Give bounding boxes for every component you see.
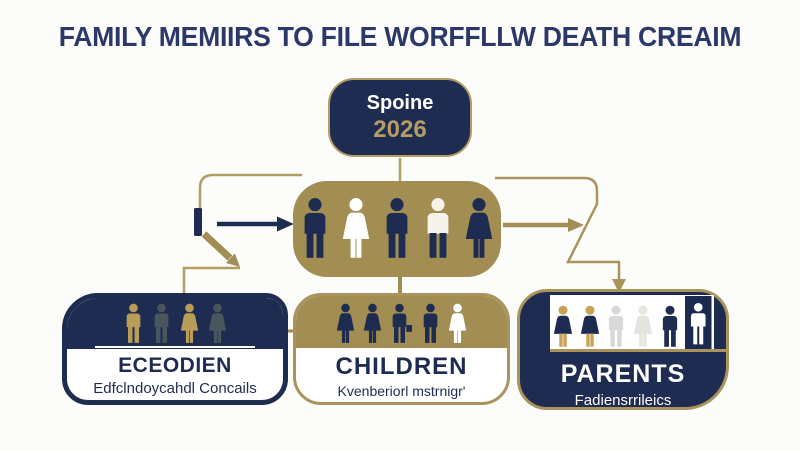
children-card: CHILDREN Kvenberiorl mstrnigr' xyxy=(293,293,510,405)
children-card-heading: CHILDREN xyxy=(335,353,468,380)
woman-icon xyxy=(633,305,653,347)
tick-marker xyxy=(194,208,202,236)
man-icon xyxy=(609,305,624,347)
spouse-year: 2026 xyxy=(373,115,427,143)
woman-icon xyxy=(342,198,370,258)
children-card-figures xyxy=(296,296,507,348)
left-curve-line xyxy=(198,173,302,209)
left-card-subtitle: Edfclndoycahdl Concails xyxy=(93,380,257,398)
woman-icon xyxy=(337,303,355,343)
family-node xyxy=(293,181,501,277)
page-title: FAMILY MEMIIRS TO FILE WORFFLLW DEATH CR… xyxy=(58,21,742,52)
woman-icon xyxy=(364,303,382,343)
woman-icon xyxy=(465,198,493,258)
navy-arrowhead-icon xyxy=(277,216,294,232)
parents-card-subtitle: Fadiensrrileics xyxy=(574,391,672,409)
gold-right-arrowhead-icon xyxy=(568,218,584,232)
man-icon xyxy=(126,303,140,343)
children-card-subtitle: Kvenberiorl mstrnigr' xyxy=(337,382,466,399)
left-card: ECEODIEN Edfclndoycahdl Concails xyxy=(62,293,288,405)
man-case-icon xyxy=(393,303,413,343)
man-icon xyxy=(154,303,168,343)
left-box-line xyxy=(182,266,240,296)
man-icon xyxy=(427,198,449,258)
parents-card: PARENTS Fadiensrrileics xyxy=(517,289,729,410)
parents-card-figures xyxy=(550,295,714,349)
woman-icon xyxy=(180,303,198,343)
man-icon xyxy=(423,303,437,343)
woman-icon xyxy=(580,305,599,347)
right-zigzag-line xyxy=(495,176,621,280)
gold-divider-line xyxy=(550,349,729,352)
divider-line xyxy=(95,346,255,348)
spouse-node: Spoine 2026 xyxy=(328,78,472,157)
gold-diagonal-arrow xyxy=(201,231,233,261)
woman-icon xyxy=(553,305,573,347)
spouse-label: Spoine xyxy=(366,91,434,114)
woman-icon xyxy=(208,303,226,343)
man-icon xyxy=(304,198,326,258)
man-icon xyxy=(386,198,408,258)
left-card-heading: ECEODIEN xyxy=(118,354,232,377)
woman-icon xyxy=(448,303,466,343)
down-arrowhead-icon xyxy=(612,279,626,293)
left-card-figures xyxy=(67,298,283,349)
door-man-icon xyxy=(685,296,712,349)
parents-card-heading: PARENTS xyxy=(560,360,686,388)
man-icon xyxy=(662,305,677,347)
gold-diagonal-arrowhead-icon xyxy=(226,253,240,267)
